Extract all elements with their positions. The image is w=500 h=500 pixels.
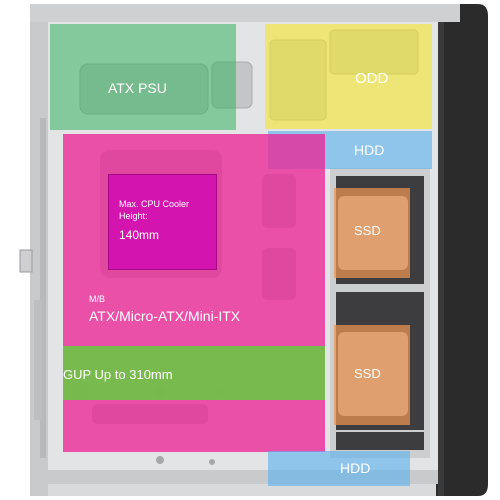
gpu-zone: GUP Up to 310mm (63, 346, 325, 400)
psu-label: ATX PSU (108, 80, 167, 96)
cpu-cooler-line1: Max. CPU Cooler (119, 199, 190, 209)
ssd-zone-2: SSD (334, 325, 410, 425)
mb-prefix-label: M/B (89, 294, 106, 304)
gpu-label: GUP Up to 310mm (63, 367, 173, 382)
odd-zone: ODD (265, 24, 432, 129)
odd-label: ODD (355, 70, 389, 87)
hdd-top-label: HDD (354, 142, 385, 158)
psu-zone: ATX PSU (50, 24, 236, 130)
ssd-label-1: SSD (354, 223, 381, 238)
cpu-cooler-line2: Height: (119, 211, 148, 221)
ssd-label-2: SSD (354, 366, 381, 381)
hdd-bottom-zone: HDD (268, 451, 410, 486)
cpu-cooler-zone: Max. CPU Cooler Height: 140mm (108, 174, 217, 270)
hdd-bottom-label: HDD (340, 460, 371, 476)
cpu-cooler-value: 140mm (119, 228, 160, 242)
mb-formats-label: ATX/Micro-ATX/Mini-ITX (89, 308, 241, 324)
ssd-zone-1: SSD (334, 188, 410, 278)
